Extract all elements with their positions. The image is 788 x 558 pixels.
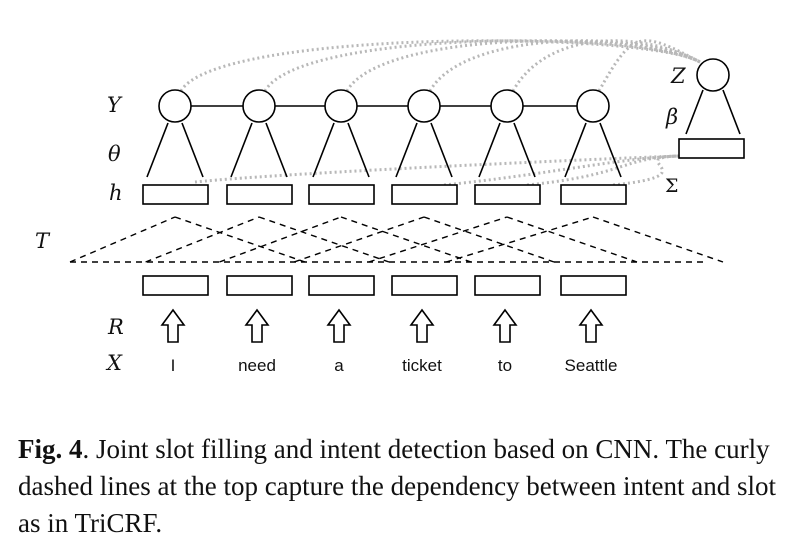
slot-node [407,89,441,123]
representation-box [226,275,293,296]
theta-edge-right [430,122,453,178]
theta-edge-right [265,122,288,178]
sigma-symbol: Σ [665,175,678,197]
h-symbol: h [109,181,123,205]
hidden-box [142,184,209,205]
theta-edge-left [478,122,501,178]
conv-dash-up [445,216,594,263]
hidden-box [474,184,541,205]
slot-node [158,89,192,123]
slot-node [242,89,276,123]
slot-node [490,89,524,123]
input-word: to [498,356,512,375]
r-symbol: R [107,315,124,339]
representation-box [474,275,541,296]
dependency-curve [428,39,701,92]
representation-boxes [142,275,627,296]
theta-edge-right [181,122,204,178]
z-symbol: Z [670,64,686,88]
theta-edges [146,122,622,178]
sigma-curve [194,154,680,184]
input-word: need [238,356,276,375]
caption-text: . Joint slot filling and intent detectio… [18,434,776,538]
input-word: I [171,356,176,375]
theta-symbol: θ [108,142,121,166]
intent-slot-dependency-curves [179,39,701,187]
up-arrow-icon [244,308,270,343]
slot-node [324,89,358,123]
input-word: Seattle [565,356,618,375]
convolution-dashed-lines [69,216,724,263]
conv-dash-down [258,216,390,263]
y-symbol: Y [107,93,123,117]
representation-box [391,275,458,296]
dependency-curve [263,39,701,92]
up-arrow-icon [160,308,186,343]
theta-edge-right [513,122,536,178]
intent-sigma-box [678,138,745,159]
representation-box [142,275,209,296]
hidden-box [560,184,627,205]
sigma-curve [443,154,680,187]
theta-edge-right [599,122,622,178]
figure-label: Fig. 4 [18,434,83,464]
representation-box [308,275,375,296]
conv-dash-up [368,216,508,263]
x-symbol: X [105,351,123,375]
slot-node [576,89,610,123]
input-word: ticket [402,356,442,375]
hidden-box [226,184,293,205]
conv-dash-down [506,216,638,263]
up-arrow-icon [578,308,604,343]
dependency-curve [511,39,701,92]
hidden-box [308,184,375,205]
conv-dash-up [69,216,176,263]
up-arrow-icon [409,308,435,343]
beta-edge-left [685,89,704,135]
hidden-box [391,184,458,205]
conv-dash-down [592,216,724,263]
conv-dash-down [340,216,472,263]
t-symbol: T [35,229,51,253]
input-word: a [334,356,344,375]
theta-edge-right [347,122,370,178]
conv-dash-down [174,216,306,263]
up-arrow-icon [492,308,518,343]
theta-edge-left [564,122,587,178]
sigma-curve [612,154,680,187]
slot-nodes [158,89,610,123]
figure-caption: Fig. 4. Joint slot filling and intent de… [18,431,778,542]
beta-symbol: β [665,105,678,129]
hidden-boxes [142,184,627,205]
intent-node [696,58,730,92]
theta-edge-left [312,122,335,178]
theta-edge-left [230,122,253,178]
up-arrow-icon [326,308,352,343]
dependency-curve [597,39,701,92]
representation-box [560,275,627,296]
theta-edge-left [395,122,418,178]
theta-edge-left [146,122,169,178]
conv-dash-up [145,216,260,263]
conv-dash-up [293,216,425,263]
input-arrows [160,308,604,343]
conv-dash-down [423,216,555,263]
beta-edge-right [722,89,741,135]
